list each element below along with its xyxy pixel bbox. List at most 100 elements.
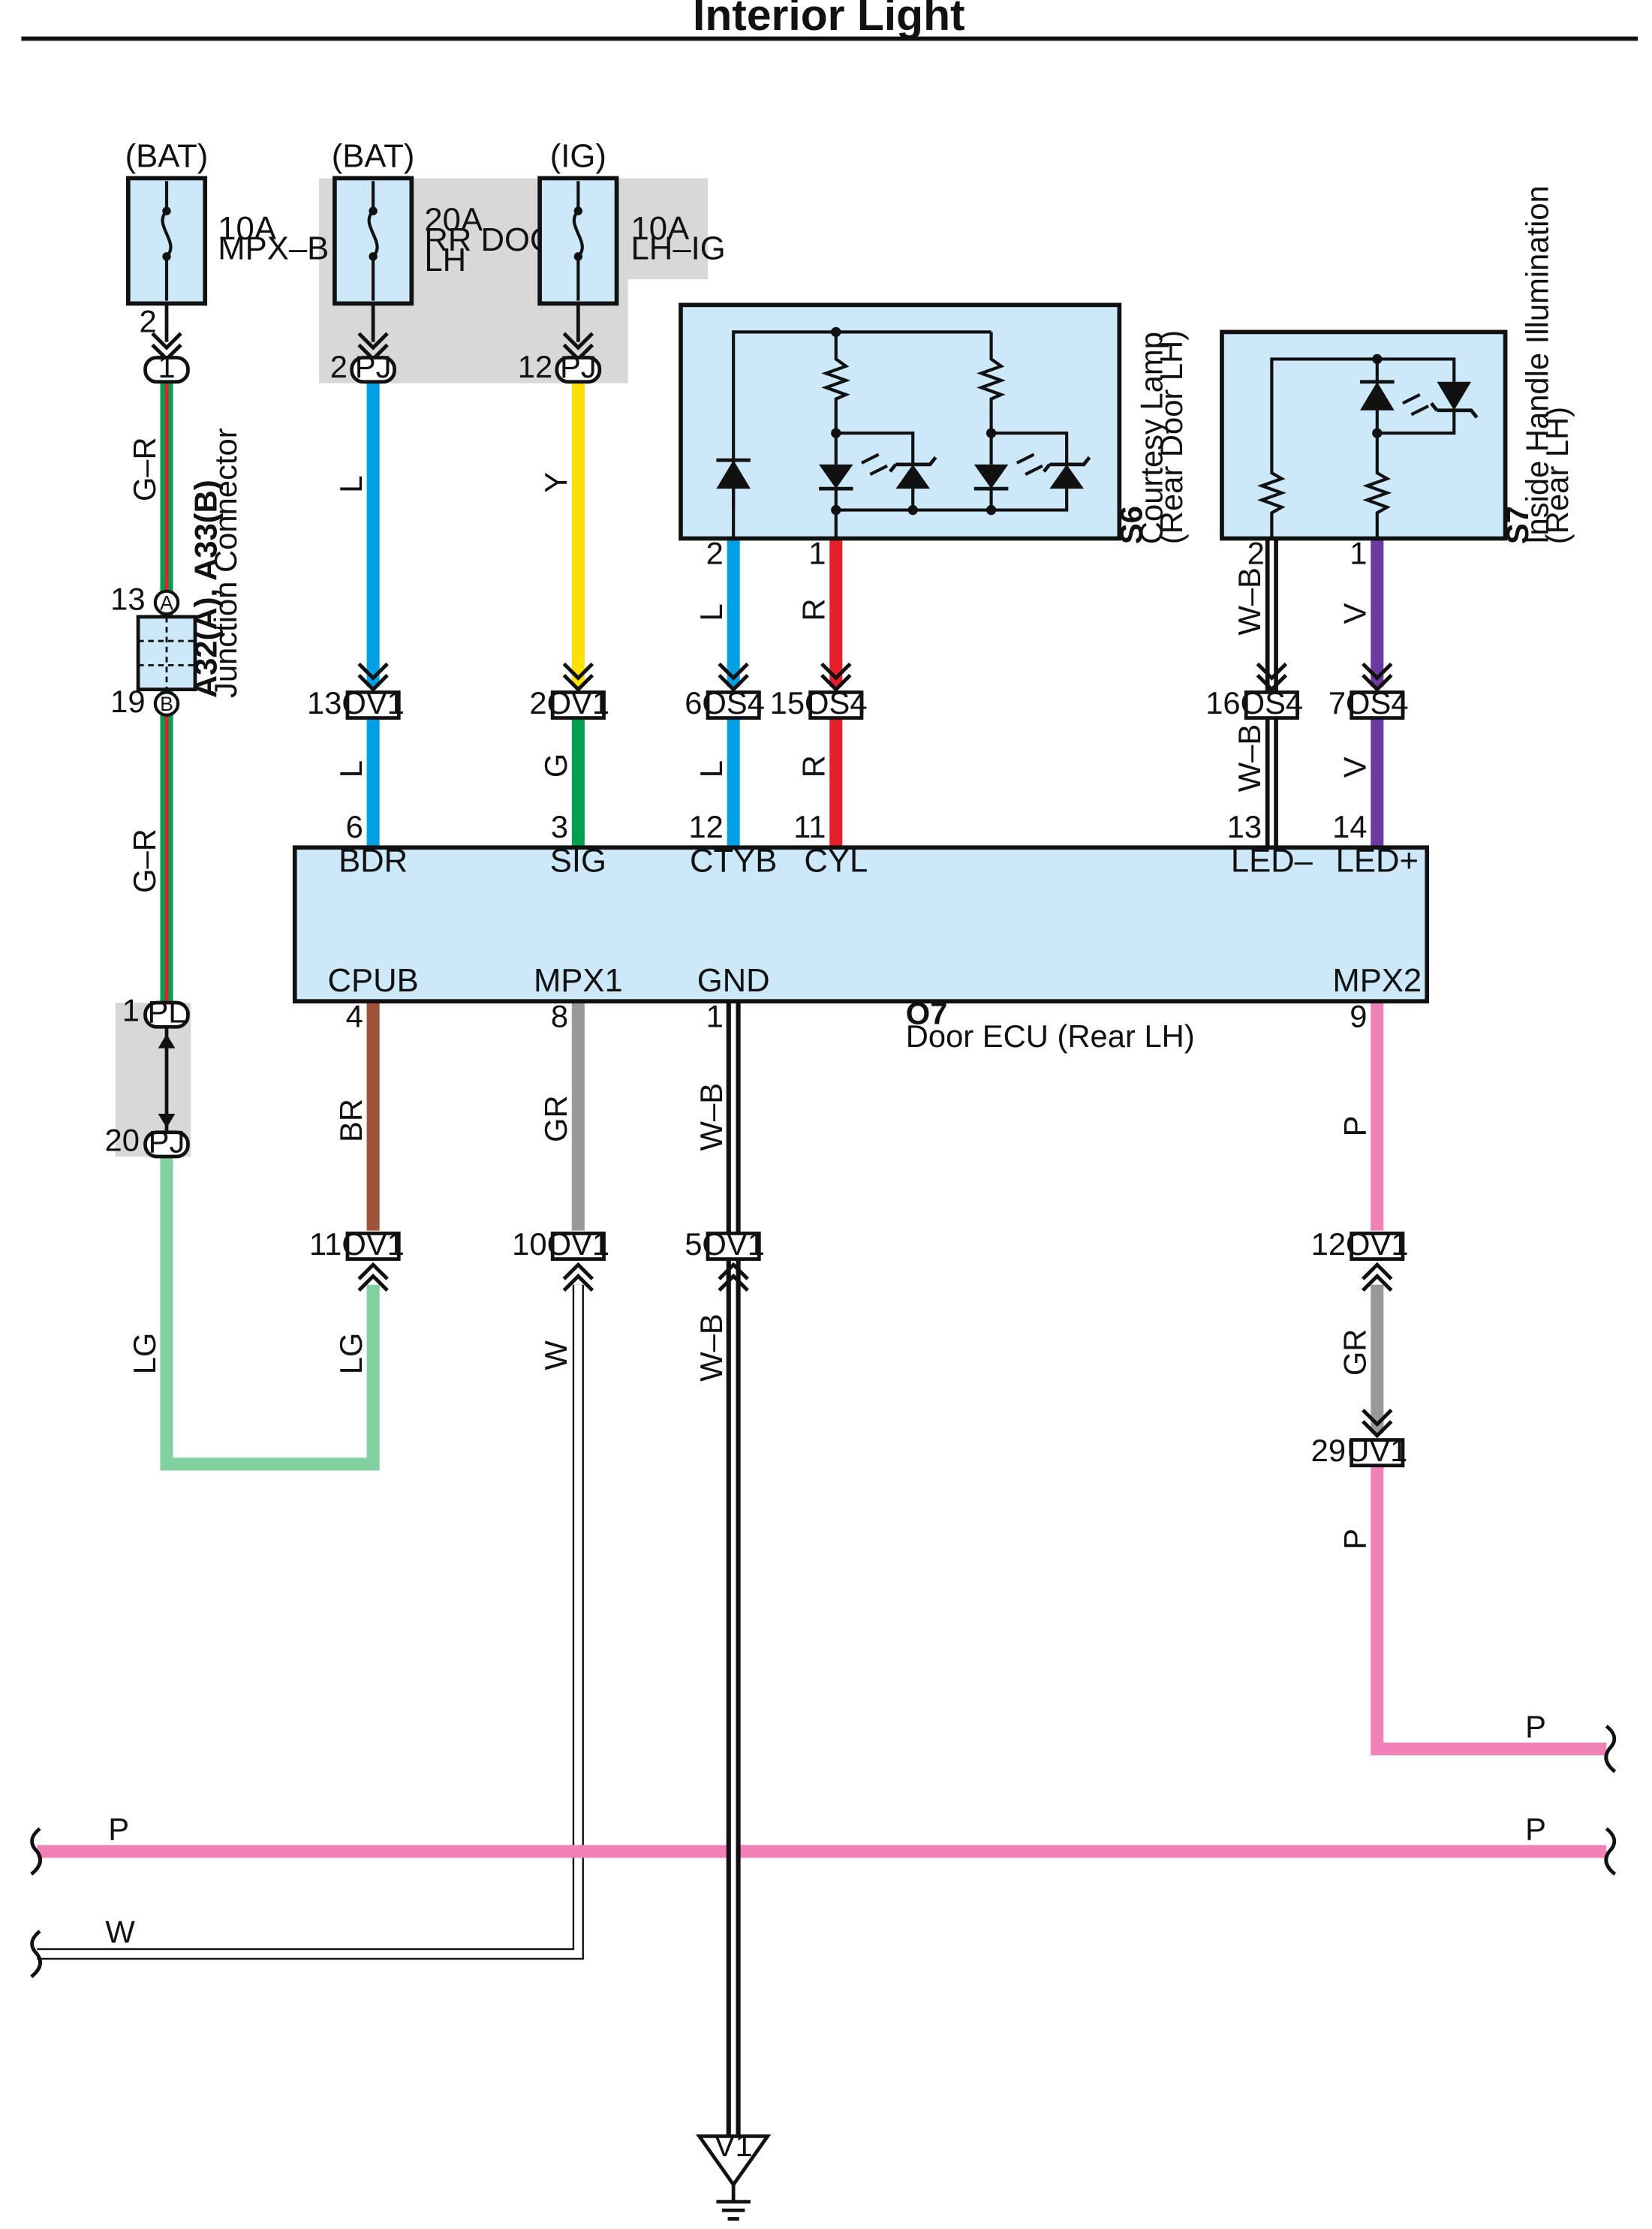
svg-text:2: 2 xyxy=(139,303,156,338)
svg-text:20A: 20A xyxy=(424,202,483,239)
svg-text:BR: BR xyxy=(333,1099,369,1142)
svg-text:LED+: LED+ xyxy=(1336,842,1419,879)
svg-text:12: 12 xyxy=(688,809,723,844)
svg-text:G: G xyxy=(538,754,573,778)
svg-text:13: 13 xyxy=(1227,809,1262,844)
svg-text:S7: S7 xyxy=(1500,506,1535,544)
connector-pj-12: 12 PJ xyxy=(518,349,602,384)
svg-text:5: 5 xyxy=(685,1226,702,1262)
svg-text:1: 1 xyxy=(1350,536,1367,571)
fuse-mpx-b: (BAT) 10A MPX–B xyxy=(125,137,329,342)
svg-text:SIG: SIG xyxy=(550,842,606,879)
connector-ov1-5: 5 OV1 xyxy=(685,1226,765,1262)
svg-text:OV1: OV1 xyxy=(547,1226,610,1262)
svg-text:7: 7 xyxy=(1329,685,1346,720)
pj-arrow xyxy=(158,1114,176,1129)
svg-text:6: 6 xyxy=(685,685,702,720)
svg-text:12: 12 xyxy=(1311,1226,1346,1262)
door-ecu-rear-lh: 6 BDR 3 SIG 12 CTYB 11 CYL 13 LED– 14 LE… xyxy=(292,809,1430,1054)
svg-text:P: P xyxy=(1338,1529,1373,1550)
break-p-right-top xyxy=(1604,1725,1617,1773)
fuse-lh-ig: (IG) 10A LH–IG xyxy=(537,137,726,342)
svg-text:1: 1 xyxy=(808,536,826,571)
svg-text:11: 11 xyxy=(309,1226,342,1262)
svg-text:W–B: W–B xyxy=(1232,724,1267,792)
wire-p-mpx2-lower xyxy=(1371,1466,1607,1755)
svg-text:W–B: W–B xyxy=(694,1083,729,1151)
svg-text:(BAT): (BAT) xyxy=(332,137,415,174)
svg-text:OS4: OS4 xyxy=(1241,685,1304,720)
svg-text:G–R: G–R xyxy=(127,437,162,501)
page-title: Interior Light xyxy=(693,0,965,40)
break-p-right xyxy=(1604,1827,1617,1876)
svg-text:12: 12 xyxy=(518,349,552,384)
svg-text:MPX2: MPX2 xyxy=(1332,962,1422,999)
svg-text:6: 6 xyxy=(346,809,363,844)
svg-text:4: 4 xyxy=(346,998,363,1033)
svg-text:29: 29 xyxy=(1311,1433,1346,1468)
svg-text:L: L xyxy=(333,760,369,778)
junction-connector: 13 A B 19 A32(A), A33(B) Junction Connec… xyxy=(110,428,243,719)
break-p-left xyxy=(30,1827,42,1876)
connector-pl-1: 1 PL xyxy=(122,993,190,1030)
connector-ov1-10: 10 OV1 xyxy=(512,1226,609,1262)
connector-ov1-13: 13 OV1 xyxy=(307,685,405,720)
connector-ov1-11: 11 OV1 xyxy=(309,1226,405,1262)
svg-text:P: P xyxy=(1338,1116,1373,1137)
svg-text:S6: S6 xyxy=(1114,506,1149,544)
svg-text:P: P xyxy=(1525,1709,1546,1744)
svg-text:O7: O7 xyxy=(906,996,948,1031)
svg-text:Y: Y xyxy=(538,472,573,493)
svg-text:(Rear Door LH): (Rear Door LH) xyxy=(1154,330,1189,544)
fuse-rr-door-lh: (BAT) 20A RR DOOR LH xyxy=(332,137,579,342)
connector-uv1-29: 29 UV1 xyxy=(1311,1433,1408,1468)
svg-text:PJ: PJ xyxy=(149,1124,185,1159)
connector-os4-6: 6 OS4 xyxy=(685,685,765,720)
svg-text:OV1: OV1 xyxy=(342,1226,405,1262)
connector-os4-7: 7 OS4 xyxy=(1329,685,1409,720)
wire-labels: G–R G–R LG L L Y G L L R R W–B W–B V V B… xyxy=(105,437,1546,1949)
svg-text:OS4: OS4 xyxy=(1346,685,1409,720)
connector-pj-20: 20 PJ xyxy=(105,1122,190,1159)
connector-ov1-12: 12 OV1 xyxy=(1311,1226,1409,1262)
svg-text:(BAT): (BAT) xyxy=(125,137,209,174)
svg-text:LED–: LED– xyxy=(1231,842,1313,879)
svg-text:LH: LH xyxy=(424,242,466,278)
svg-text:Inside Handle Illumination: Inside Handle Illumination xyxy=(1519,185,1554,544)
svg-text:10: 10 xyxy=(512,1226,546,1262)
svg-text:BDR: BDR xyxy=(339,842,408,879)
svg-text:A32(A), A33(B): A32(A), A33(B) xyxy=(188,480,223,698)
svg-text:OV1: OV1 xyxy=(342,685,405,720)
svg-text:3: 3 xyxy=(551,809,568,844)
svg-text:13: 13 xyxy=(307,685,342,720)
svg-text:A: A xyxy=(160,591,173,614)
svg-text:LG: LG xyxy=(127,1333,162,1375)
svg-text:2: 2 xyxy=(1247,536,1265,571)
svg-text:OS4: OS4 xyxy=(702,685,765,720)
svg-text:11: 11 xyxy=(793,809,826,844)
svg-text:B: B xyxy=(160,693,173,715)
connector-os4-15: 15 OS4 xyxy=(770,685,868,720)
svg-text:GR: GR xyxy=(1338,1329,1373,1376)
wire-lg-loop xyxy=(160,1156,380,1471)
svg-text:MPX1: MPX1 xyxy=(534,962,623,999)
svg-text:13: 13 xyxy=(110,581,145,616)
connector-ov1-2: 2 OV1 xyxy=(529,685,609,720)
ground-v1: V1 xyxy=(696,2128,772,2221)
svg-text:16: 16 xyxy=(1205,685,1240,720)
svg-text:V: V xyxy=(1338,757,1373,778)
svg-text:2: 2 xyxy=(706,536,724,571)
connector-os4-16: 16 OS4 xyxy=(1205,685,1303,720)
svg-text:10A: 10A xyxy=(218,210,277,247)
svg-text:9: 9 xyxy=(1350,998,1367,1033)
svg-text:8: 8 xyxy=(551,998,568,1033)
s6-courtesy-lamp: 2 1 S6 Courtesy Lamp (Rear Door LH) xyxy=(679,302,1189,571)
svg-text:P: P xyxy=(108,1812,129,1847)
svg-text:V: V xyxy=(1338,603,1373,624)
svg-text:GR: GR xyxy=(538,1095,573,1142)
svg-text:1: 1 xyxy=(122,993,140,1028)
svg-text:Junction Connector: Junction Connector xyxy=(208,428,243,698)
svg-text:Door ECU (Rear LH): Door ECU (Rear LH) xyxy=(906,1018,1195,1054)
svg-text:19: 19 xyxy=(110,684,145,719)
